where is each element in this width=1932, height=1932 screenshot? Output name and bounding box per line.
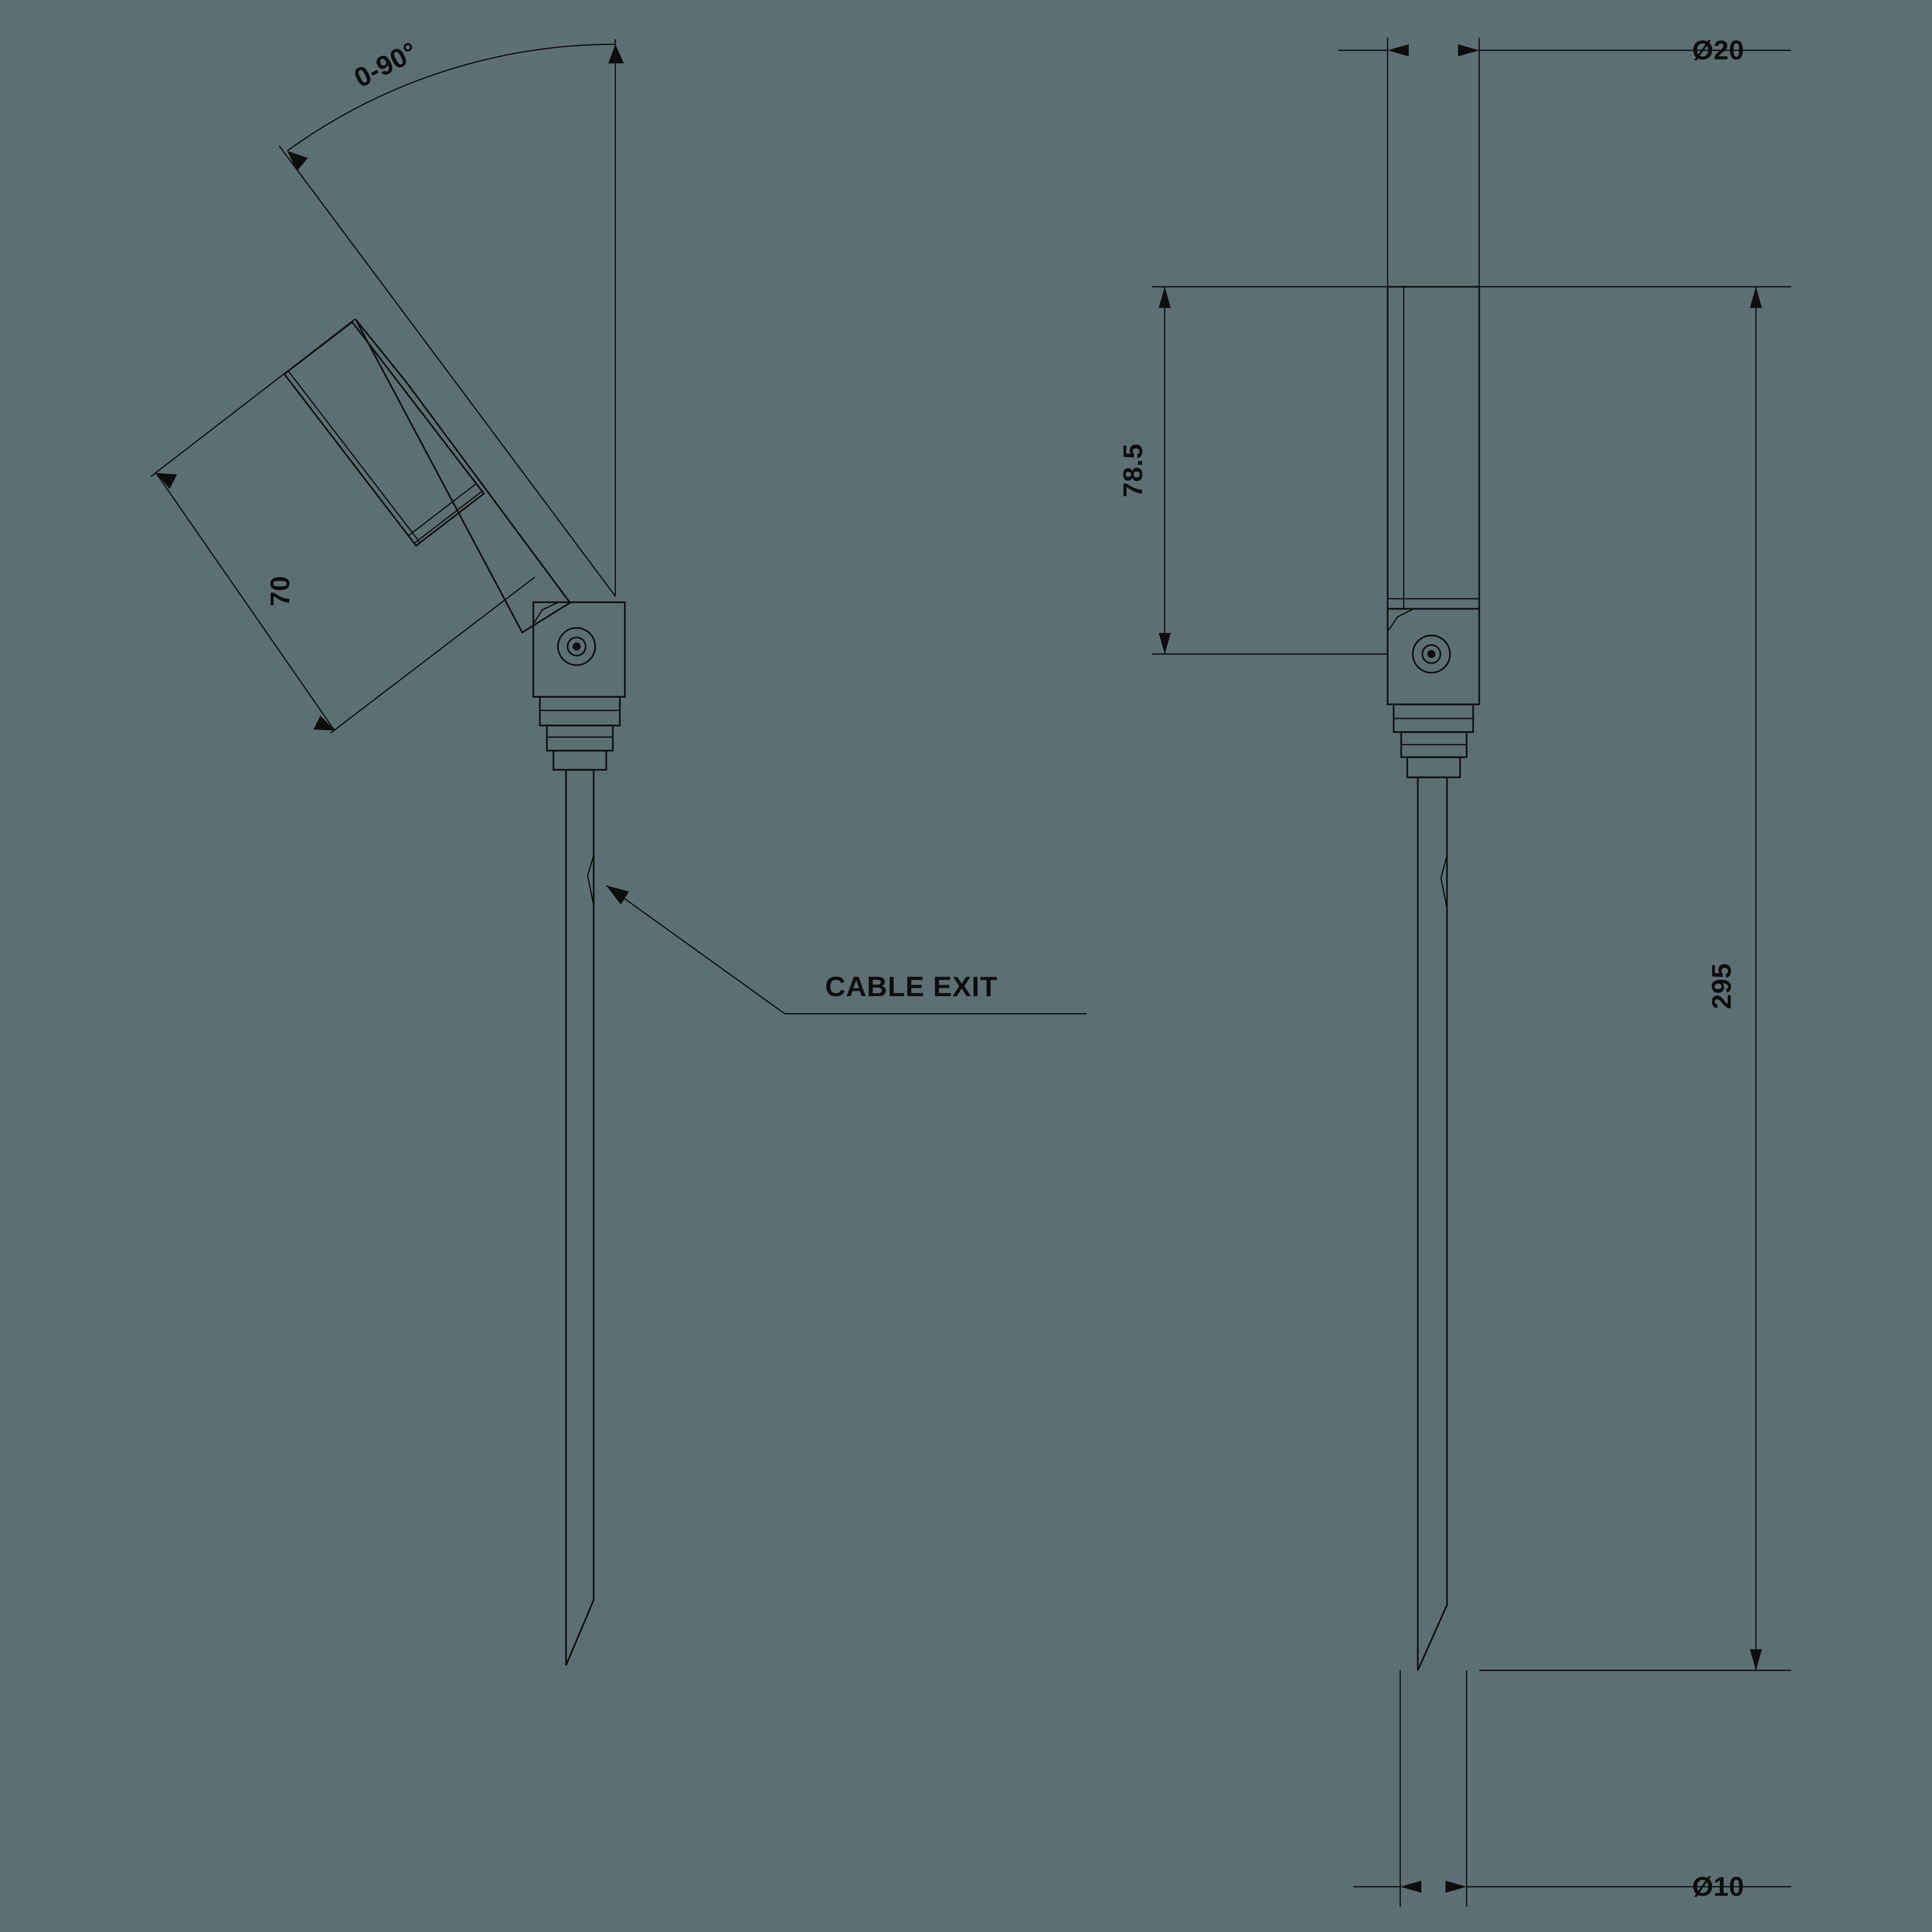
spike-diameter-dimension — [1353, 1670, 1791, 1907]
head-diameter-dimension — [1338, 38, 1791, 289]
tilt-knuckle-joint — [532, 601, 626, 698]
head-diameter-label: Ø20 — [1692, 35, 1744, 65]
angle-dimension — [279, 39, 624, 597]
angle-dimension-label: 0-90° — [349, 36, 422, 93]
upright-ground-spike — [1417, 776, 1448, 1671]
total-length-label: 295 — [1707, 963, 1737, 1009]
total-length-dimension — [1479, 286, 1791, 1671]
head-height-dimension — [1152, 286, 1388, 655]
right-view-group — [1152, 38, 1791, 1907]
head-height-label: 78.5 — [1118, 443, 1148, 497]
cable-exit-leader — [606, 885, 1087, 1015]
ground-spike — [565, 769, 595, 1666]
cable-exit-label: CABLE EXIT — [825, 971, 998, 1002]
head-length-dimension — [150, 318, 535, 734]
upright-knuckle-joint — [1387, 608, 1480, 705]
spike-diameter-label: Ø10 — [1692, 1872, 1744, 1902]
left-view-group — [150, 39, 1087, 1666]
stem-collar — [539, 696, 621, 771]
tilted-luminaire-head — [283, 318, 572, 634]
head-length-label: 70 — [265, 576, 295, 606]
upright-luminaire-head — [1387, 286, 1480, 610]
upright-stem-collar — [1393, 703, 1474, 778]
